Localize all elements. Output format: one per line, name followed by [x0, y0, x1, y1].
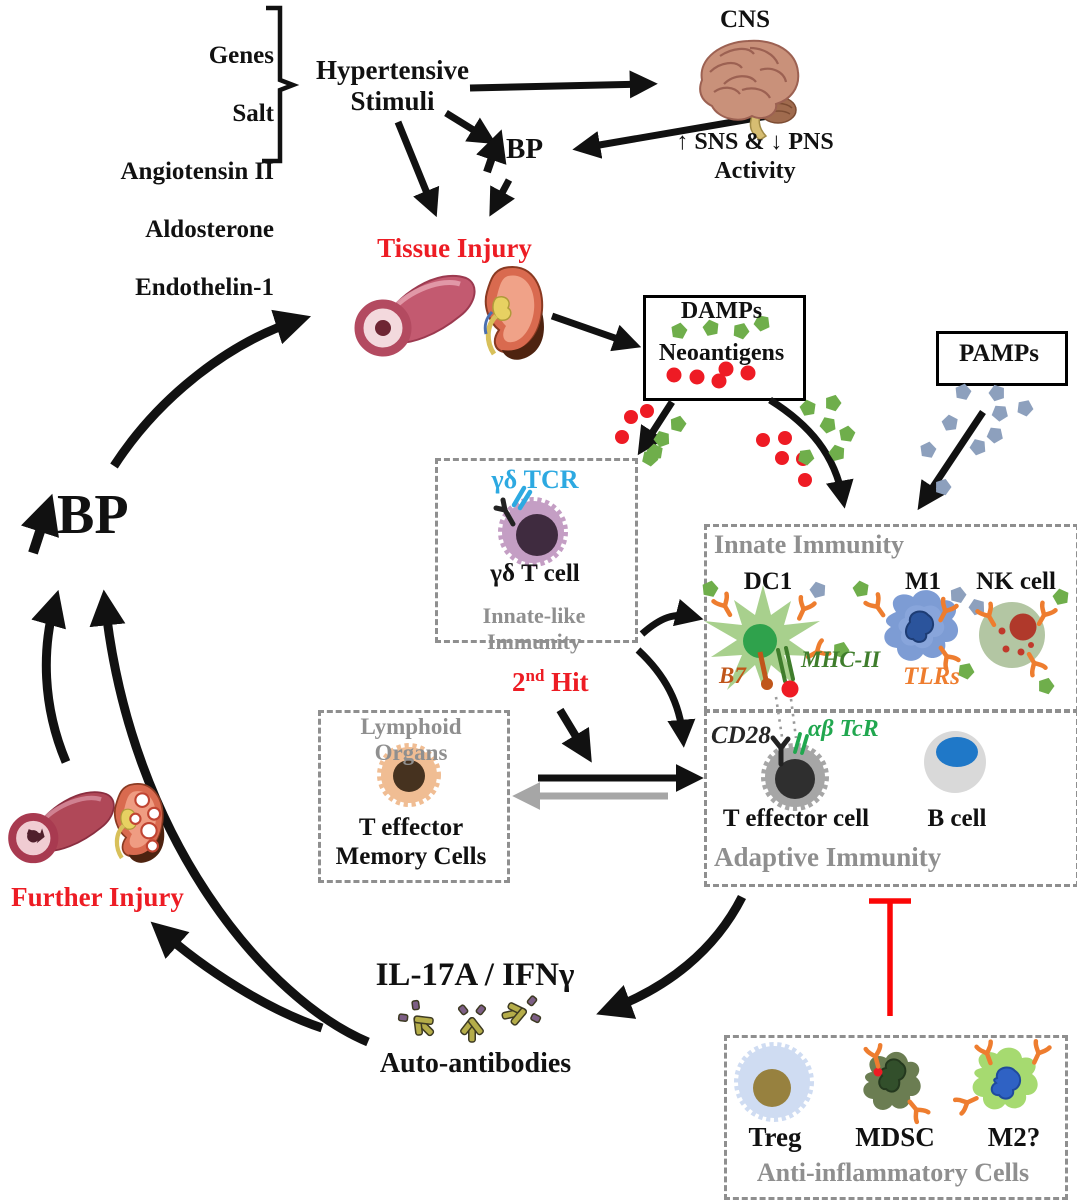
hypertensive-stimuli-label: Hypertensive Stimuli — [316, 55, 469, 116]
sns-pns-activity-label: ↑ SNS & ↓ PNS Activity — [676, 129, 834, 184]
nk-cell-label: NK cell — [976, 568, 1056, 595]
t-effector-memory-label: T effector Memory Cells — [335, 814, 487, 870]
stimuli-item: Aldosterone — [145, 216, 274, 243]
anti-inflammatory-title: Anti-inflammatory Cells — [756, 1158, 1030, 1187]
brain-illustration — [699, 39, 800, 141]
stimuli-list: Genes Salt Angiotensin II Aldosterone En… — [18, 12, 274, 331]
arrow-damps-to-innatelike — [637, 400, 675, 456]
arrow-second-hit — [556, 707, 592, 763]
arrow-bp-to-tissue — [489, 178, 515, 217]
second-hit-word: Hit — [544, 667, 589, 697]
pamps-particles — [918, 382, 1036, 497]
innate-immunity-title: Innate Immunity — [714, 530, 904, 559]
bp-left-label: BP — [57, 484, 129, 546]
arrow-to-adaptive — [635, 647, 696, 748]
injured-vessel-illustration — [354, 274, 476, 357]
ab-tcr-label: αβ TcR — [808, 716, 879, 742]
gd-tcr-label: γδ TCR — [491, 465, 579, 494]
neoantigens-label: Neoantigens — [658, 340, 785, 366]
anti-inflammatory-box — [724, 1035, 1068, 1200]
tlrs-label: TLRs — [903, 663, 960, 690]
b-cell-label: B cell — [927, 805, 987, 832]
arrow-innatelike-to-innate — [639, 599, 704, 637]
arrow-pamps-to-innate — [917, 410, 986, 511]
m2-label: M2? — [987, 1122, 1041, 1152]
arrow-cytokines-to-further-injury — [150, 921, 324, 1033]
further-injured-vessel-illustration — [8, 791, 115, 864]
tissue-injury-label: Tissue Injury — [377, 233, 532, 263]
arrow-bp-to-tissue-cycle — [110, 309, 312, 469]
cd28-label: CD28 — [711, 722, 771, 749]
b7-label: B7 — [719, 663, 746, 688]
damps-label: DAMPs — [680, 298, 763, 324]
autoantibody-icons — [394, 993, 543, 1045]
arrow-adaptive-to-cytokines — [596, 894, 747, 1019]
m1-label: M1 — [904, 568, 942, 595]
cns-label: CNS — [719, 6, 770, 33]
stimuli-item: Endothelin-1 — [135, 274, 274, 301]
released-damps-center-cluster — [645, 392, 857, 487]
gd-t-cell-label: γδ T cell — [490, 560, 580, 587]
innate-like-immunity-title: Innate-like Immunity — [482, 603, 586, 654]
second-hit-sup: nd — [525, 666, 545, 685]
bp-top-label: BP — [506, 133, 544, 165]
arrow-stimuli-to-tissue — [394, 120, 440, 218]
treg-label: Treg — [748, 1122, 802, 1152]
mdsc-label: MDSC — [855, 1122, 935, 1152]
cytokines-label: IL-17A / IFNγ — [375, 957, 575, 993]
second-hit-label: 2nd Hit — [512, 666, 589, 698]
mhc2-label: MHC-II — [801, 647, 881, 672]
stimuli-item: Angiotensin II — [120, 158, 274, 185]
arrow-further-injury-to-bp — [31, 589, 71, 764]
autoantibodies-label: Auto-antibodies — [379, 1048, 572, 1079]
innate-like-immunity-box — [435, 458, 638, 643]
stimuli-item: Genes — [208, 42, 274, 69]
arrow-damps-to-innate — [768, 397, 854, 509]
arrow-tissue-to-damps — [550, 312, 642, 352]
bp-left-up-arrow-glyph — [20, 493, 59, 555]
lymphoid-organs-title: Lymphoid Organs — [360, 714, 462, 765]
t-effector-cell-label: T effector cell — [722, 805, 870, 832]
arrow-stimuli-to-cns — [469, 70, 658, 99]
adaptive-immunity-title: Adaptive Immunity — [714, 842, 942, 872]
dc1-label: DC1 — [743, 568, 793, 595]
bp-up-arrow-glyph — [476, 129, 507, 174]
further-injured-kidney-illustration — [113, 783, 165, 863]
red-inhibition-tbar — [869, 898, 911, 1016]
second-hit-num: 2 — [512, 667, 526, 697]
stimuli-item: Salt — [232, 100, 274, 127]
further-injury-label: Further Injury — [11, 882, 184, 912]
pamps-box — [936, 331, 1068, 386]
pamps-label: PAMPs — [958, 340, 1040, 367]
injured-kidney-illustration — [483, 266, 544, 360]
